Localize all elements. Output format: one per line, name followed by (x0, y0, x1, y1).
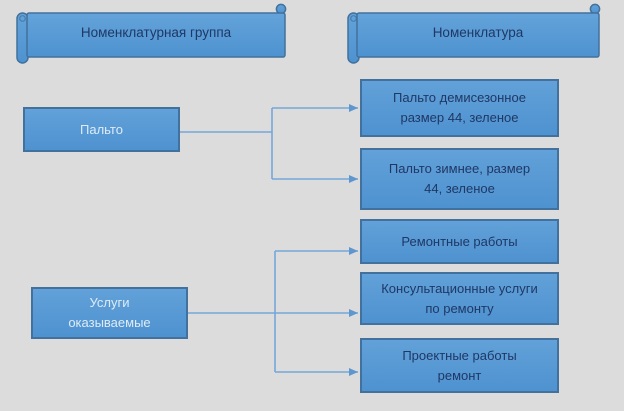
group-box-palto: Пальто (23, 107, 180, 152)
scroll-body (26, 12, 286, 58)
item-box-konsultacionnye-uslugi: Консультационные услуги по ремонту (360, 272, 559, 325)
scroll-banner-nomenclature (347, 3, 601, 64)
item-box-palto-demisezonnoe: Пальто демисезонное размер 44, зеленое (360, 79, 559, 137)
header-nomenclature: Номенклатура (432, 24, 524, 40)
item-box-remontnye-raboty: Ремонтные работы (360, 219, 559, 264)
connector-group-palto (180, 104, 358, 183)
connector-group-uslugi (188, 247, 358, 376)
scroll-roll-curl (19, 15, 26, 22)
scroll-body (356, 12, 600, 58)
header-nomenclature-group: Номенклатурная группа (80, 24, 232, 40)
item-box-palto-zimnee: Пальто зимнее, размер 44, зеленое (360, 148, 559, 210)
scroll-roll-curl (350, 15, 357, 22)
group-box-uslugi-okazyvaemye: Услуги оказываемые (31, 287, 188, 339)
item-box-proektnye-raboty: Проектные работы ремонт (360, 338, 559, 393)
scroll-banner-nomenclature-group (16, 3, 287, 64)
